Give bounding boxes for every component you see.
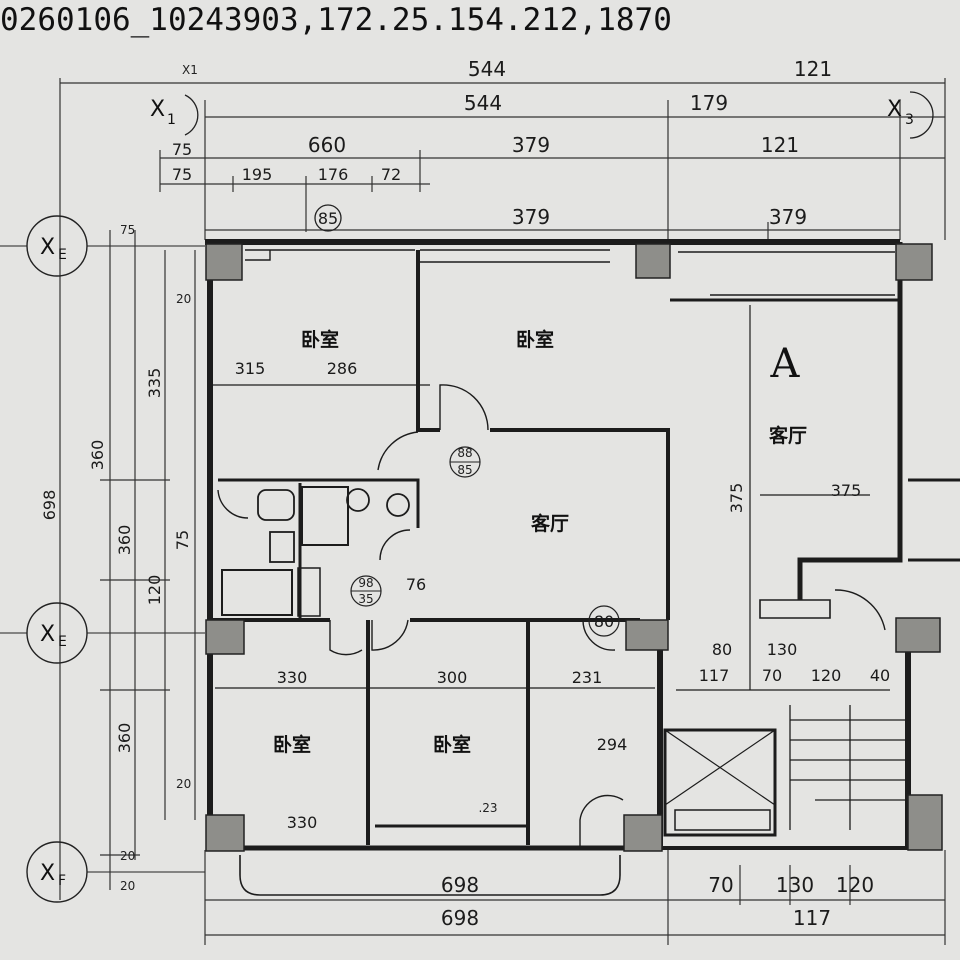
dim-330a: 330 [277,668,308,687]
axis-x3-marker: X 3 [887,91,934,139]
bottom-dimension-lines [204,850,946,945]
svg-text:E: E [58,634,67,650]
svg-text:3: 3 [905,112,914,128]
dim-row3-379: 379 [512,133,550,157]
axis-xf-marker: X F [26,841,205,903]
dim-left-698: 698 [40,490,59,521]
dim-left-20a: 20 [176,292,191,306]
room-bedroom-top-center: 卧室 [516,328,554,351]
svg-text:E: E [58,247,67,263]
unit-label-a: A [770,341,801,387]
dim-row5-379a: 379 [512,205,550,229]
dim-bottom-70: 70 [708,873,733,897]
dim-left-75: 75 [173,530,192,550]
dim-40: 40 [870,666,890,685]
dim-left-360b: 360 [115,525,134,556]
dim-231: 231 [572,668,603,687]
dim-315: 315 [235,359,266,378]
left-dimension-lines [100,230,196,890]
axis-xe-mid-marker: X E [0,602,205,664]
dim-23: .23 [478,801,497,815]
dim-330b: 330 [287,813,318,832]
dim-row3-75: 75 [172,140,192,159]
dim-76: 76 [406,575,426,594]
dim-row4-75: 75 [172,165,192,184]
dim-row4-176: 176 [318,165,349,184]
tag-98: 98 [358,576,373,590]
structural-columns [205,243,943,852]
tag-88: 88 [457,446,472,460]
dim-top-121: 121 [794,57,832,81]
dim-80: 80 [712,640,732,659]
header-id-text: 0260106_10243903,172.25.154.212,1870 [0,2,672,38]
svg-text:X: X [40,622,55,647]
tag-85b: 85 [457,463,472,477]
dim-117: 117 [699,666,730,685]
dim-left-20b: 20 [176,777,191,791]
room-bedroom-bottom-center: 卧室 [433,733,471,756]
dim-294: 294 [597,735,628,754]
room-bedroom-top-left: 卧室 [301,328,339,351]
room-living-center: 客厅 [531,512,569,535]
dim-bottom-120: 120 [836,873,874,897]
dim-row2-544: 544 [464,91,502,115]
tag-circle-85 [314,204,342,232]
dim-bottom-117: 117 [793,906,831,930]
axis-xe-top-marker: X E [0,215,205,277]
dim-row3-121: 121 [761,133,799,157]
axis-x1-marker: X 1 [150,94,199,136]
top-dimension-lines [59,78,946,900]
dim-left-120: 120 [145,575,164,606]
dim-286: 286 [327,359,358,378]
tag-35: 35 [358,592,373,606]
tag-circle-80 [588,605,620,637]
dim-left-360a: 360 [88,440,107,471]
svg-text:X: X [887,97,902,122]
room-living-unit-a: 客厅 [769,424,807,447]
svg-text:X: X [40,235,55,260]
dim-left-bottom-20b: 20 [120,879,135,893]
room-bedroom-bottom-left: 卧室 [273,733,311,756]
dim-375-horizontal: 375 [831,481,862,500]
svg-text:X: X [150,97,165,122]
dim-left-bottom-20a: 20 [120,849,135,863]
dim-bottom-698b: 698 [441,906,479,930]
svg-text:1: 1 [167,112,176,128]
dim-120: 120 [811,666,842,685]
svg-text:F: F [58,873,66,889]
dim-130: 130 [767,640,798,659]
dim-row5-379b: 379 [769,205,807,229]
walls [205,239,960,896]
dim-row3-660: 660 [308,133,346,157]
dim-left-335: 335 [145,368,164,399]
svg-text:X: X [40,861,55,886]
dim-bottom-698a: 698 [441,873,479,897]
dim-left-360c: 360 [115,723,134,754]
dim-top-544: 544 [468,57,506,81]
dim-row4-72: 72 [381,165,401,184]
dim-bottom-130: 130 [776,873,814,897]
dim-300: 300 [437,668,468,687]
tag-80: 80 [594,612,614,631]
dim-70: 70 [762,666,782,685]
dim-row2-179: 179 [690,91,728,115]
axis-x1-small: X1 [182,63,198,77]
dim-375-vertical: 375 [727,483,746,514]
dim-row4-195: 195 [242,165,273,184]
tag-85: 85 [318,209,338,228]
dim-left-top-75: 75 [120,223,135,237]
